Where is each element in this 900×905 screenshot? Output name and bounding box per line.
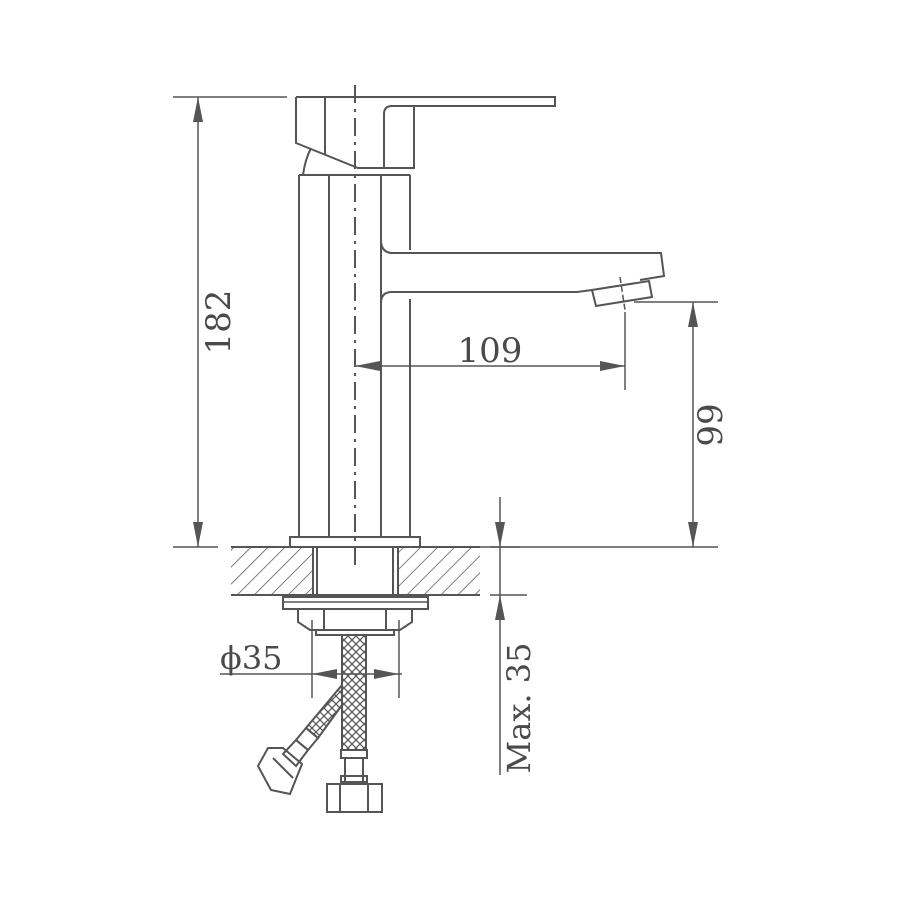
- spout-reach-label: 109: [458, 331, 523, 371]
- spout-height-label: 99: [691, 403, 731, 446]
- braided-supply-hose-straight: [340, 634, 368, 785]
- max-thickness-label: Max. 35: [500, 643, 538, 774]
- braided-supply-hose-angled: [256, 682, 343, 796]
- hex-connector-nut: [326, 783, 383, 813]
- aerator: [590, 276, 654, 311]
- dimension-max-thickness: Max. 35: [490, 497, 538, 775]
- total-height-label: 182: [199, 290, 239, 355]
- lever-handle: [295, 96, 556, 176]
- dimension-hole-diameter: ϕ35: [220, 620, 402, 698]
- mounting-nut: [282, 596, 429, 636]
- dimension-spout-height: 99: [420, 301, 731, 548]
- countertop-section: [231, 546, 480, 596]
- dimension-total-height: 182: [173, 96, 287, 548]
- dimension-spout-reach: 109: [355, 312, 626, 390]
- hole-diameter-label: ϕ35: [220, 639, 283, 677]
- spout: [380, 239, 666, 304]
- faucet-body: [298, 174, 411, 537]
